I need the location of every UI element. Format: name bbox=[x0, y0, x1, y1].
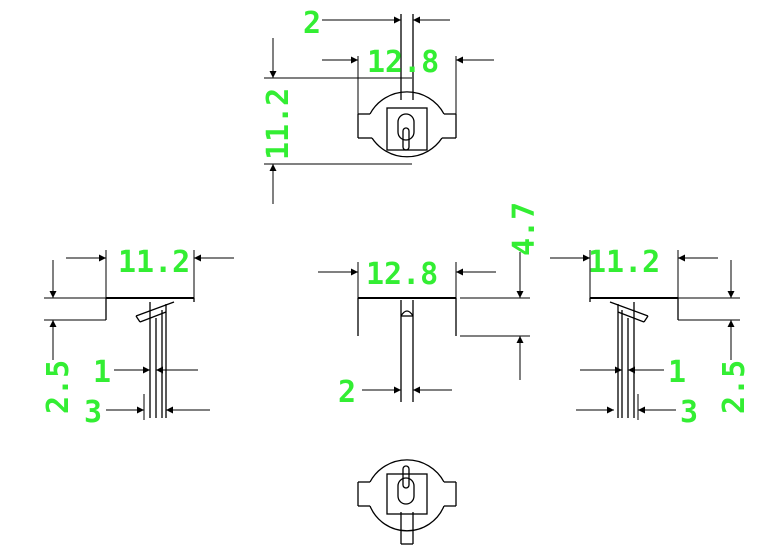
left-view-height-dimension: 2.5 bbox=[41, 260, 106, 414]
right-view-pin-thickness-dimension: 1 bbox=[580, 355, 686, 390]
right-view-width-dimension: 11.2 bbox=[550, 245, 718, 298]
right-view-body-outline bbox=[589, 297, 679, 418]
right-view-pin-thickness-label: 1 bbox=[668, 355, 686, 390]
right-view: 11.2 2.5 1 3 bbox=[550, 245, 752, 430]
bottom-view bbox=[357, 459, 457, 545]
left-view-pin-thickness-label: 1 bbox=[93, 355, 111, 390]
front-view: 12.8 4.7 2 bbox=[318, 202, 542, 410]
front-view-width-label: 12.8 bbox=[366, 257, 438, 292]
top-view-contact-tab bbox=[386, 107, 428, 151]
right-view-height-dimension: 2.5 bbox=[678, 260, 752, 414]
top-view-pin-width-dimension: 2 bbox=[303, 6, 450, 41]
left-view-height-label: 2.5 bbox=[41, 360, 76, 414]
front-view-width-dimension: 12.8 bbox=[318, 257, 496, 298]
right-view-width-label: 11.2 bbox=[588, 245, 660, 280]
top-view-pin-width-label: 2 bbox=[303, 6, 321, 41]
top-view-body-outline bbox=[357, 91, 457, 158]
left-view: 11.2 2.5 1 3 bbox=[41, 245, 234, 430]
top-view-body-height-label: 11.2 bbox=[261, 88, 296, 160]
right-view-pin-span-dimension: 3 bbox=[576, 394, 698, 430]
left-view-pin-span-label: 3 bbox=[84, 395, 102, 430]
top-view-body-height-dimension: 11.2 bbox=[261, 38, 412, 204]
top-view: 2 12.8 11.2 bbox=[261, 6, 494, 204]
front-view-height-dimension: 4.7 bbox=[460, 202, 542, 380]
left-view-body-outline bbox=[105, 297, 195, 418]
right-view-height-label: 2.5 bbox=[717, 360, 752, 414]
front-view-pin-width-label: 2 bbox=[338, 375, 356, 410]
top-view-body-width-label: 12.8 bbox=[367, 45, 439, 80]
front-view-body-outline bbox=[357, 297, 457, 402]
left-view-pin-thickness-dimension: 1 bbox=[93, 355, 198, 390]
left-view-width-label: 11.2 bbox=[118, 245, 190, 280]
top-view-body-width-dimension: 12.8 bbox=[322, 45, 494, 114]
left-view-pin-span-dimension: 3 bbox=[84, 394, 210, 430]
right-view-pin-span-label: 3 bbox=[680, 395, 698, 430]
left-view-width-dimension: 11.2 bbox=[66, 245, 234, 298]
front-view-height-label: 4.7 bbox=[507, 202, 542, 256]
front-view-pin-width-dimension: 2 bbox=[338, 375, 452, 410]
